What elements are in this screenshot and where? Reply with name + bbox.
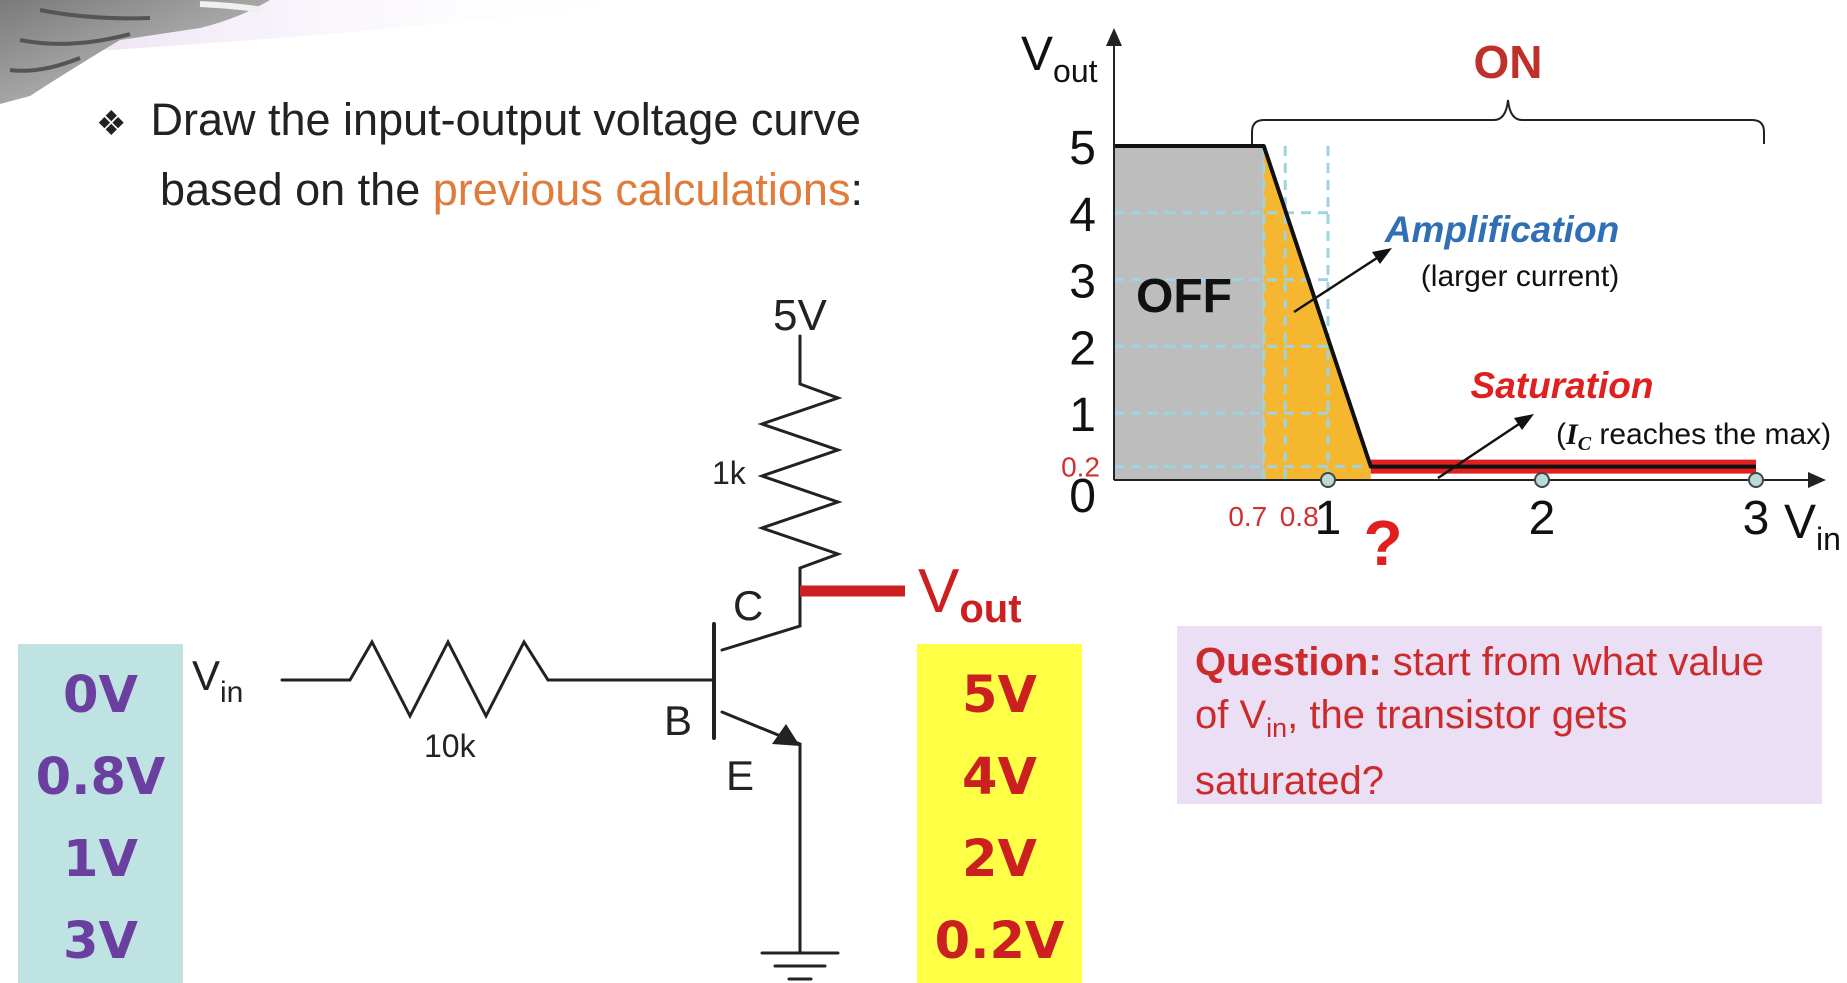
on-region-brace (1251, 99, 1765, 144)
emitter-lead (720, 710, 802, 955)
question-text-part2: , the transistor gets saturated? (1195, 693, 1628, 803)
saturation-note: (IC reaches the max) (1556, 418, 1831, 455)
y-tick-label: 1 (1069, 389, 1096, 442)
collector-resistor (720, 334, 843, 652)
amplification-arrowhead-icon (1372, 248, 1392, 264)
y-tick-label: 0 (1069, 470, 1096, 523)
x-tick-label: 1 (1315, 492, 1342, 545)
vout-value: 5V (962, 666, 1037, 725)
x-tick-label: 0.8 (1280, 501, 1319, 532)
x-tick-label: 3 (1743, 492, 1770, 545)
amplification-pointer (1293, 254, 1381, 314)
robot-hand-icon (0, 0, 270, 104)
amplification-note: (larger current) (1421, 260, 1619, 293)
collector-label: C (733, 582, 763, 629)
bullet-text-1: Draw the input-output voltage curve (150, 94, 861, 145)
y-axis-label: Vout (1021, 28, 1098, 89)
y-tick-label: 0.2 (1061, 452, 1100, 483)
saturation-pointer (1437, 420, 1523, 480)
y-axis-arrow-icon (1106, 28, 1122, 46)
ground-icon (760, 951, 840, 981)
diamond-bullet-icon: ❖ (96, 105, 127, 143)
x-axis-label: Vin (1784, 496, 1841, 557)
bullet-line-1: ❖ Draw the input-output voltage curve (96, 94, 861, 146)
circuit-vin-label: Vin (192, 652, 243, 709)
question-text-part1: start from what value of V (1195, 640, 1765, 737)
vin-value: 0V (63, 666, 138, 725)
vout-value: 4V (962, 748, 1037, 807)
vin-value: 0.8V (35, 748, 166, 807)
vin-values-box: 0V 0.8V 1V 3V (18, 644, 183, 983)
axis-point-marker (1534, 472, 1550, 488)
x-axis-arrow-icon (1808, 472, 1826, 488)
vin-value: 1V (63, 830, 138, 889)
base-label: B (664, 697, 692, 744)
axis-point-marker (1320, 472, 1336, 488)
unknown-saturation-marker: ? (1363, 507, 1402, 579)
emitter-label: E (726, 752, 754, 799)
saturation-arrowhead-icon (1514, 414, 1534, 430)
x-tick-label: 2 (1529, 492, 1556, 545)
on-label: ON (1474, 36, 1543, 88)
y-tick-label: 5 (1069, 122, 1096, 175)
y-tick-label: 4 (1069, 189, 1096, 242)
axis-point-marker (1748, 472, 1764, 488)
transfer-curve-line (1114, 144, 1756, 469)
vout-value: 0.2V (934, 912, 1065, 971)
previous-calculations-link[interactable]: previous calculations (432, 164, 851, 215)
vout-values-box: 5V 4V 2V 0.2V (917, 644, 1082, 983)
saturation-label: Saturation (1471, 365, 1654, 406)
circuit-vout-label: Vout (918, 557, 1022, 631)
x-tick-label: 0.7 (1228, 501, 1267, 532)
supply-label: 5V (773, 291, 827, 340)
emitter-arrow-icon (772, 724, 800, 746)
bullet-text-2-suffix: : (850, 164, 863, 215)
amplification-label: Amplification (1384, 209, 1619, 250)
base-resistor (280, 638, 714, 720)
vout-value: 2V (962, 830, 1037, 889)
vin-value: 3V (63, 912, 138, 971)
question-box: Question: start from what value of Vin, … (1177, 626, 1822, 804)
bullet-line-2: based on the previous calculations: (160, 164, 863, 216)
y-tick-label: 3 (1069, 256, 1096, 309)
off-label: OFF (1136, 270, 1232, 323)
question-label: Question: (1195, 640, 1382, 684)
off-region (1114, 146, 1264, 480)
question-text-sub: in (1266, 713, 1288, 743)
base-resistor-label: 10k (424, 728, 477, 764)
bullet-text-2-prefix: based on the (160, 164, 433, 215)
y-tick-label: 2 (1069, 322, 1096, 375)
collector-resistor-label: 1k (712, 455, 747, 491)
